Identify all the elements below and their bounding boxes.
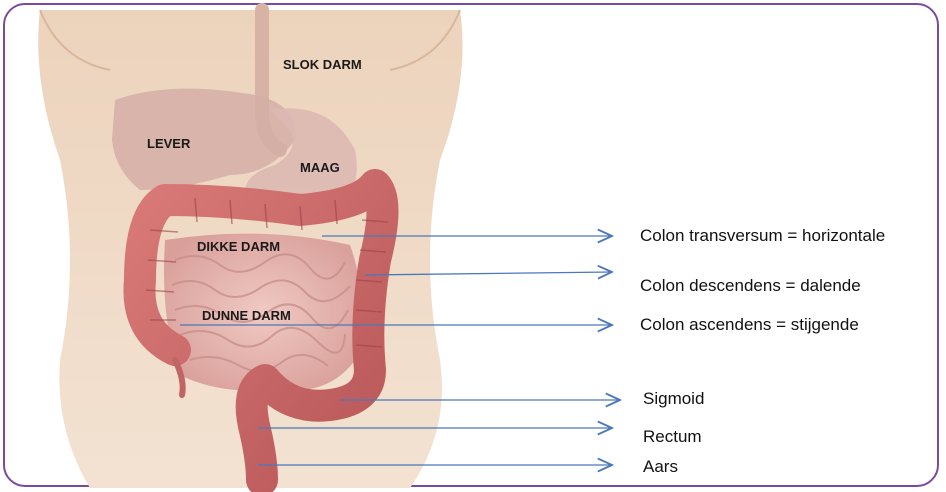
annotation-aars: Aars bbox=[643, 457, 678, 477]
annotation-rectum: Rectum bbox=[643, 427, 702, 447]
annotation-colon-ascendens: Colon ascendens = stijgende bbox=[640, 315, 859, 335]
label-dikke-darm: DIKKE DARM bbox=[197, 239, 280, 254]
annotation-sigmoid: Sigmoid bbox=[643, 389, 704, 409]
annotation-colon-transversum: Colon transversum = horizontale bbox=[640, 226, 885, 246]
label-dunne-darm: DUNNE DARM bbox=[202, 308, 291, 323]
label-maag: MAAG bbox=[300, 160, 340, 175]
label-lever: LEVER bbox=[147, 136, 191, 151]
label-slok-darm: SLOK DARM bbox=[283, 57, 362, 72]
annotation-colon-descendens: Colon descendens = dalende bbox=[640, 276, 861, 296]
